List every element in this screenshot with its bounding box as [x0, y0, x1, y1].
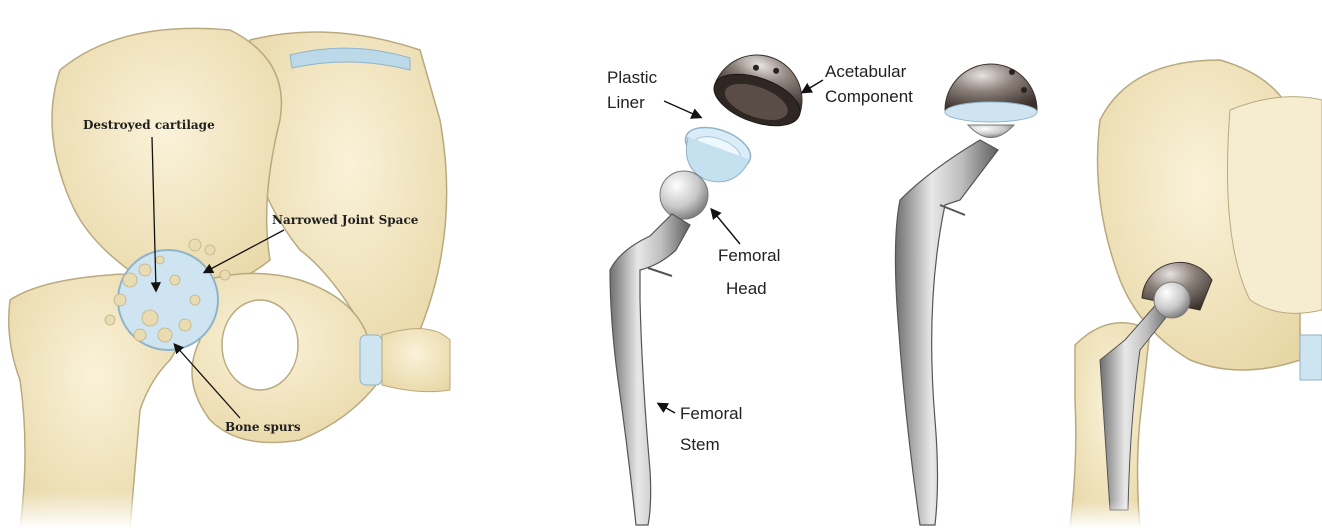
- implanted-sacrum: [1228, 97, 1322, 314]
- label-destroyed-cartilage: Destroyed cartilage: [83, 118, 215, 132]
- label-acetabular: Acetabular: [825, 62, 907, 81]
- cup-hole: [1021, 87, 1027, 93]
- arrow-plastic-liner: [664, 101, 700, 117]
- implanted-symphysis: [1300, 335, 1322, 380]
- label-femoral-stem-2: Stem: [680, 435, 720, 454]
- implant-components-panel: Plastic Liner Acetabular Component Femor…: [607, 42, 913, 525]
- arrow-femoral-stem: [659, 404, 675, 413]
- fade-bottom-right: [1060, 420, 1322, 528]
- femoral-head-ball: [660, 171, 708, 219]
- assembled-liner: [945, 102, 1037, 122]
- assembled-stem: [895, 140, 998, 525]
- arrow-femoral-head: [712, 210, 740, 244]
- arrow-acetabular: [803, 80, 823, 92]
- label-plastic: Plastic: [607, 68, 658, 87]
- pubic-symphysis: [360, 335, 382, 385]
- label-bone-spurs: Bone spurs: [225, 420, 301, 434]
- label-femoral-head-1: Femoral: [718, 246, 780, 265]
- label-femoral-head-2: Head: [726, 279, 767, 298]
- implanted-hip-panel: [1060, 60, 1322, 528]
- assembled-head: [968, 125, 1014, 138]
- label-femoral-stem-1: Femoral: [680, 404, 742, 423]
- label-narrowed-joint-space: Narrowed Joint Space: [272, 213, 419, 227]
- acetabular-component: [707, 42, 814, 136]
- assembled-implant-panel: [895, 64, 1037, 525]
- femoral-stem: [610, 214, 690, 525]
- arthritic-hip-panel: Destroyed cartilage Narrowed Joint Space…: [0, 28, 460, 528]
- obturator-foramen: [222, 300, 298, 390]
- fade-bottom: [0, 380, 460, 528]
- label-liner: Liner: [607, 93, 645, 112]
- cup-hole: [1009, 69, 1015, 75]
- stem-collar: [648, 268, 672, 276]
- label-component: Component: [825, 87, 913, 106]
